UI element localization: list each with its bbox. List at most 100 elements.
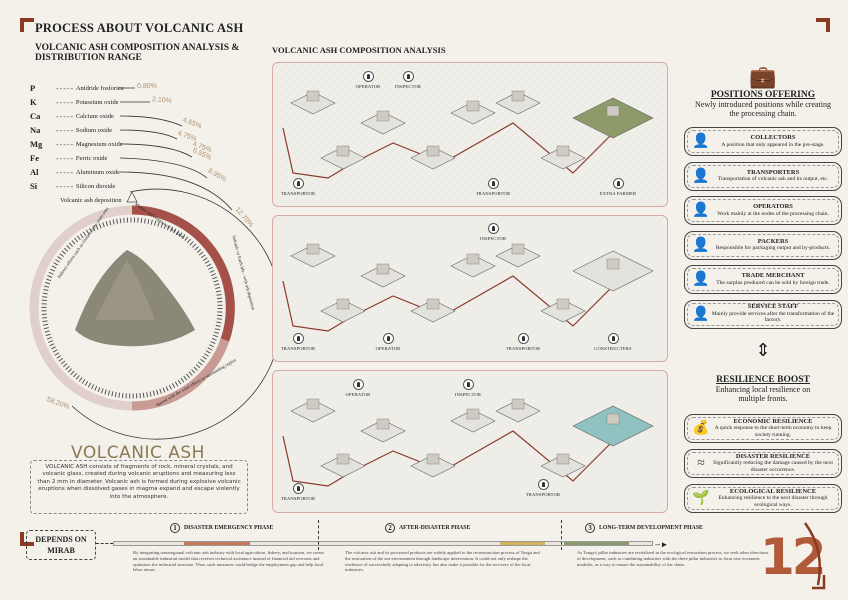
person-icon (487, 223, 499, 234)
page-number-bracket (803, 522, 826, 590)
person-icon (362, 71, 374, 82)
resilience-title: ECOLOGICAL RESILIENCE (729, 487, 817, 495)
page-number: 12 (760, 528, 827, 586)
person-icon: 👤 (692, 168, 710, 184)
element-symbol: Mg (30, 139, 43, 149)
person-icon (537, 479, 549, 490)
role-label: INSPECTOR (394, 84, 422, 89)
element-symbol: Si (30, 181, 38, 191)
element-name: Anidride fosforica (75, 84, 124, 92)
person-icon: 👤 (692, 237, 710, 253)
position-title: OPERATORS (753, 203, 793, 211)
role-badge: TRANSPORTOR (468, 178, 518, 196)
leader-dash: - - - - - (56, 139, 73, 149)
person-icon: 👤 (692, 203, 710, 218)
role-label: INSPECTOR (479, 236, 507, 241)
phase-heading: 1 DISASTER EMERGENCY PHASE (170, 523, 273, 533)
deposition-label: Volcanic ash deposition (60, 197, 122, 204)
role-label: CONSTRUCTERS (594, 346, 632, 351)
position-desc: Transportation of volcanic ash and its o… (717, 176, 829, 182)
analysis-heading: VOLCANIC ASH COMPOSITION ANALYSIS (272, 45, 446, 55)
element-symbol: Fe (30, 153, 39, 163)
person-icon (612, 178, 624, 189)
role-badge: TRANSPORTOR (498, 333, 548, 351)
process-diagram (273, 216, 667, 361)
leader-dash: - - - - - (56, 83, 73, 93)
element-row: P - - - - -Anidride fosforica (30, 82, 124, 94)
phase-heading: 2 AFTER-DISASTER PHASE (385, 523, 470, 533)
role-label: OPERATOR (355, 84, 381, 89)
corner-bracket (20, 532, 34, 546)
resilience-desc: A quick response to the short-term econo… (714, 425, 832, 438)
phase-title: DISASTER EMERGENCY PHASE (184, 525, 274, 531)
process-panel-3: OPERATOR INSPECTOR TRANSPORTOR TRANSPORTOR (272, 370, 668, 513)
resilience-desc: Enhancing resilience to the next disaste… (718, 495, 828, 508)
connector-line (96, 543, 113, 544)
element-row: Mg - - - - -Magnesium oxide (30, 138, 123, 150)
element-symbol: P (30, 83, 36, 93)
element-row: Ca- - - - -Calcium oxide (30, 110, 114, 122)
composition-leader-lines (71, 87, 280, 440)
element-name: Potassium oxide (75, 98, 119, 106)
volcanic-ash-description: VOLCANIC ASH consists of fragments of ro… (30, 460, 248, 514)
sprout-hand-icon: 🌱 (692, 491, 710, 506)
leader-dash: - - - - - (56, 181, 73, 191)
element-name: Sodium oxide (75, 126, 113, 134)
role-badge: TRANSPORTOR (273, 333, 323, 351)
depends-on-mirab-box: DEPENDS ON MIRAB (26, 530, 96, 560)
position-desc: A position that only appeared in the pre… (721, 141, 825, 148)
position-title: COLLECTORS (750, 134, 796, 142)
person-icon (292, 333, 304, 344)
element-row: Al- - - - -Aluminum oxide (30, 166, 120, 178)
person-icon (517, 333, 529, 344)
element-symbol: Ca (30, 111, 41, 121)
role-label: TRANSPORTOR (475, 191, 511, 196)
role-label: INSPECTOR (454, 392, 482, 397)
phase-number: 1 (170, 523, 180, 533)
phase-title: AFTER-DISASTER PHASE (399, 525, 471, 531)
role-badge: OPERATOR (363, 333, 413, 351)
positions-subtitle: Newly introduced positions while creatin… (695, 100, 831, 118)
role-badge: TRANSPORTOR (273, 178, 323, 196)
positions-heading: POSITIONS OFFERING (710, 90, 816, 100)
element-row: K- - - - -Potassium oxide (30, 96, 119, 108)
volcanic-ash-heading: VOLCANIC ASH (71, 443, 205, 463)
role-label: TRANSPORTOR (280, 496, 316, 501)
element-percent: 0.80% (137, 83, 157, 90)
money-bag-icon: 💰 (692, 421, 710, 436)
element-name: Magnesium oxide (75, 140, 123, 148)
briefcase-hand-icon: 💼 (749, 64, 777, 89)
phase-number: 2 (385, 523, 395, 533)
phase-description: By integrating transregional volcanic as… (133, 550, 324, 573)
person-icon (352, 379, 364, 390)
resilience-title: DISASTER RESILIENCE (735, 452, 811, 460)
role-label: TRANSPORTOR (525, 492, 561, 497)
element-symbol: Na (30, 125, 41, 135)
position-title: TRADE MERCHANT (741, 272, 805, 280)
element-name: Silicon dioxide (75, 182, 116, 190)
phase-number: 3 (585, 523, 595, 533)
role-badge: OPERATOR (333, 379, 383, 397)
role-label: TRANSPORTOR (280, 191, 316, 196)
person-icon (487, 178, 499, 189)
phase-divider (318, 520, 319, 550)
position-desc: Work mainly at the nodes of the processi… (717, 210, 829, 217)
leader-dash: - - - - - (56, 111, 73, 121)
role-label: TRANSPORTOR (280, 346, 316, 351)
role-label: EXTRA FARMER (599, 191, 637, 196)
process-diagram (273, 63, 667, 206)
position-desc: Mainly provide services after the transf… (711, 310, 835, 324)
person-icon (462, 379, 474, 390)
leader-dash: - - - - - (56, 153, 73, 163)
person-icon: 👤 (692, 306, 710, 322)
leader-dash: - - - - - (56, 167, 73, 177)
wave-icon: ≈ (697, 455, 705, 471)
role-badge: TRANSPORTOR (518, 479, 568, 497)
role-label: OPERATOR (345, 392, 371, 397)
role-badge: INSPECTOR (443, 379, 493, 397)
element-symbol: Al (30, 167, 39, 177)
